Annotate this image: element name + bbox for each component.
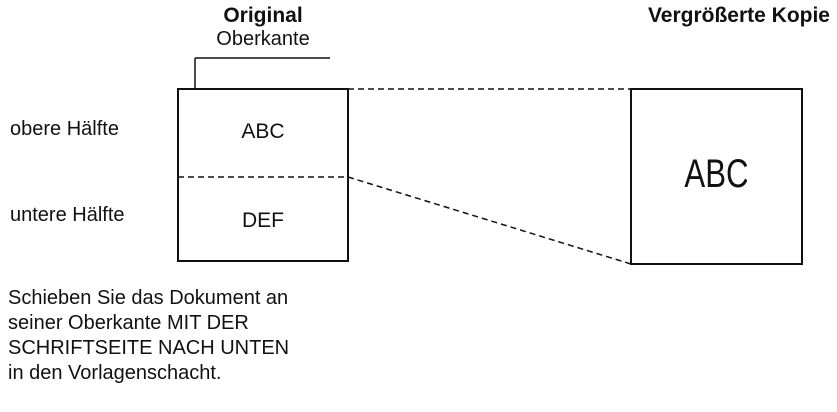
lower-half-label: untere Hälfte <box>10 204 125 226</box>
original-title: Original <box>223 4 303 27</box>
original-document-box <box>177 88 349 262</box>
original-upper-text: ABC <box>241 120 285 143</box>
instructions-line: in den Vorlagenschacht. <box>8 362 222 384</box>
enlarged-copy-box <box>630 88 803 265</box>
original-lower-text: DEF <box>242 209 284 232</box>
projection-line-bottom <box>347 176 632 265</box>
enlarged-copy-title: Vergrößerte Kopie <box>647 4 830 27</box>
top-edge-label: Oberkante <box>216 28 310 50</box>
upper-half-label: obere Hälfte <box>10 118 119 140</box>
instructions-text: Schieben Sie das Dokument an seiner Ober… <box>8 286 388 386</box>
instructions-line: Schieben Sie das Dokument an <box>8 287 289 309</box>
instructions-line: seiner Oberkante MIT DER <box>8 312 249 334</box>
instructions-line: SCHRIFTSEITE NACH UNTEN <box>8 337 290 359</box>
enlarged-copy-text: ABC <box>684 152 749 196</box>
